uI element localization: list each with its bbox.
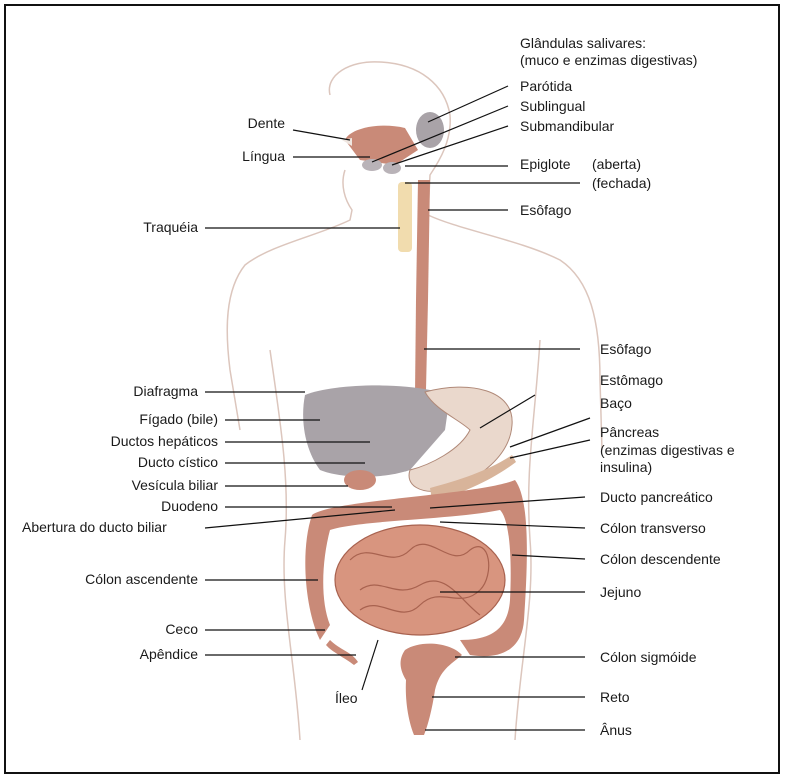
label-jejuno: Jejuno: [600, 584, 641, 601]
label-traqueia: Traquéia: [60, 219, 198, 236]
label-ducto-cistico: Ducto cístico: [20, 454, 218, 471]
label-dente: Dente: [150, 115, 285, 132]
label-colon-sigmoide: Cólon sigmóide: [600, 649, 697, 666]
label-ceco: Ceco: [60, 621, 198, 638]
label-esofago-top: Esôfago: [520, 202, 571, 219]
label-glandulas-title: Glândulas salivares:: [520, 35, 646, 52]
label-esofago-mid: Esôfago: [600, 341, 651, 358]
label-estomago: Estômago: [600, 372, 663, 389]
label-anus: Ânus: [600, 722, 632, 739]
label-parotida: Parótida: [520, 78, 572, 95]
esophagus-shape: [415, 180, 430, 395]
label-pancreas-desc: (enzimas digestivas e: [600, 442, 735, 459]
label-colon-descendente: Cólon descendente: [600, 551, 721, 568]
label-diafragma: Diafragma: [40, 383, 198, 400]
label-glandulas-sub: (muco e enzimas digestivas): [520, 52, 697, 69]
gallbladder-shape: [344, 470, 376, 490]
rectum-shape: [401, 644, 462, 735]
submandibular-gland: [383, 162, 401, 174]
label-colon-transverso: Cólon transverso: [600, 520, 706, 537]
sublingual-gland: [362, 159, 382, 171]
trachea-shape: [398, 182, 412, 252]
label-baco: Baço: [600, 395, 632, 412]
label-figado: Fígado (bile): [40, 411, 218, 428]
label-pancreas: Pâncreas: [600, 424, 659, 441]
label-ileo: Íleo: [335, 690, 358, 707]
label-duodeno: Duodeno: [20, 498, 218, 515]
label-vesicula-biliar: Vesícula biliar: [20, 477, 218, 494]
label-epiglote-fechada: (fechada): [592, 175, 651, 192]
label-pancreas-desc-2: insulina): [600, 459, 652, 476]
label-ductos-hepaticos: Ductos hepáticos: [20, 433, 218, 450]
small-intestine: [335, 525, 505, 635]
label-epiglote: Epiglote: [520, 156, 571, 173]
label-colon-ascendente: Cólon ascendente: [20, 571, 198, 588]
appendix-shape: [326, 640, 358, 665]
tongue-shape: [345, 126, 418, 165]
label-reto: Reto: [600, 689, 630, 706]
label-abertura-ducto-biliar: Abertura do ducto biliar: [22, 519, 167, 536]
label-sublingual: Sublingual: [520, 98, 585, 115]
label-apendice: Apêndice: [60, 646, 198, 663]
label-submandibular: Submandibular: [520, 118, 614, 135]
label-epiglote-aberta: (aberta): [592, 156, 641, 173]
label-lingua: Língua: [150, 148, 285, 165]
label-ducto-pancreatico: Ducto pancreático: [600, 489, 713, 506]
